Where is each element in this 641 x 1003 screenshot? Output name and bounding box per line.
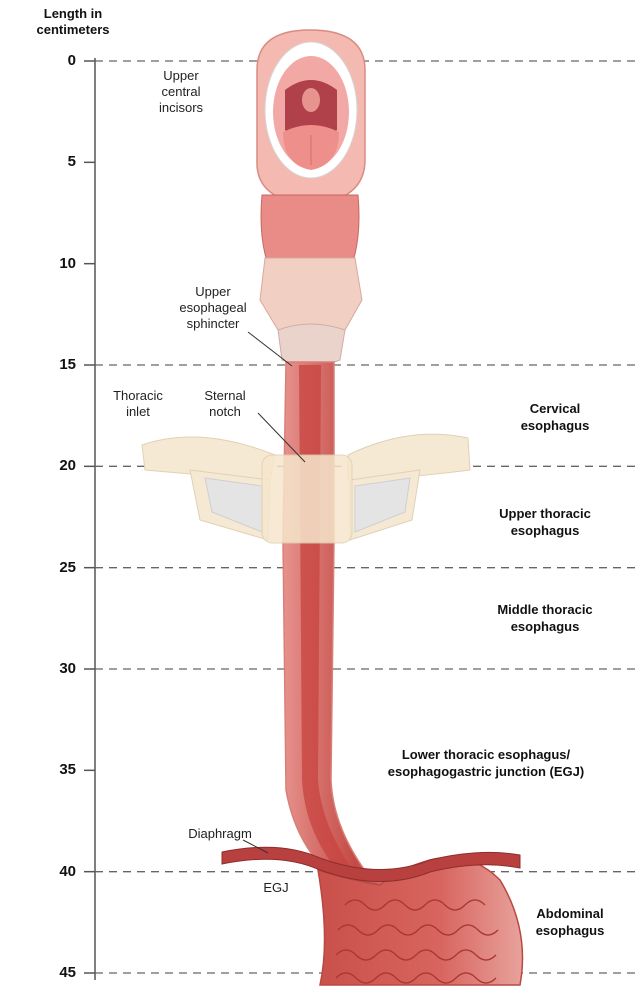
label-diaphragm: Diaphragm xyxy=(180,826,260,842)
region-middle-thoracic-esophagus: Middle thoracic esophagus xyxy=(470,601,620,635)
region-cervical-esophagus: Cervical esophagus xyxy=(510,400,600,434)
larynx-cartilage xyxy=(260,258,362,366)
label-sternal-notch: Sternal notch xyxy=(195,388,255,420)
label-egj: EGJ xyxy=(258,880,294,896)
region-upper-thoracic-esophagus: Upper thoracic esophagus xyxy=(470,505,620,539)
region-lower-thoracic-esophagus-egj: Lower thoracic esophagus/ esophagogastri… xyxy=(352,746,620,780)
label-thoracic-inlet: Thoracic inlet xyxy=(108,388,168,420)
region-abdominal-esophagus: Abdominal esophagus xyxy=(520,905,620,939)
axis-ticks xyxy=(84,61,95,973)
label-upper-central-incisors: Upper central incisors xyxy=(148,68,214,116)
label-upper-esophageal-sphincter: Upper esophageal sphincter xyxy=(170,284,256,332)
mouth-illustration xyxy=(257,30,365,205)
